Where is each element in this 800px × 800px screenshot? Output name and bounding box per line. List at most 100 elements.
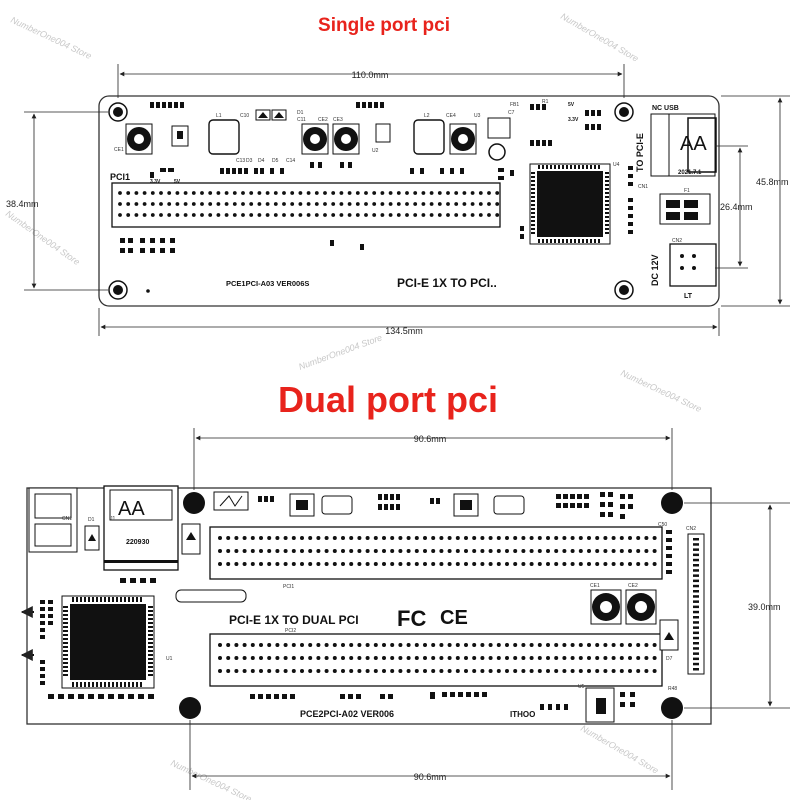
pin <box>373 549 378 553</box>
pin <box>537 549 542 553</box>
pin <box>183 213 188 217</box>
pin <box>306 191 311 195</box>
pin <box>470 202 475 206</box>
pin <box>628 562 632 566</box>
dim-26-4mm: 26.4mm <box>720 202 753 212</box>
pin <box>208 213 213 217</box>
dual-dimensions <box>189 428 790 790</box>
pin <box>447 643 452 647</box>
pin <box>480 562 485 566</box>
pad <box>80 682 82 687</box>
pin <box>291 562 296 566</box>
pin <box>398 669 403 673</box>
pad <box>112 682 114 687</box>
pad <box>605 192 609 194</box>
pin <box>455 536 460 540</box>
pin <box>644 562 649 566</box>
pin <box>406 549 411 553</box>
pin <box>423 562 427 566</box>
pin <box>283 549 288 553</box>
pin <box>595 549 600 553</box>
pin <box>603 549 608 553</box>
pin <box>355 191 360 195</box>
pin <box>431 669 436 673</box>
pin <box>142 202 147 206</box>
pin <box>134 191 139 195</box>
pin <box>372 213 377 217</box>
pin <box>226 562 231 566</box>
pin <box>505 656 509 660</box>
pin <box>437 191 442 195</box>
pin <box>242 656 247 660</box>
pin <box>487 213 491 217</box>
pin <box>390 562 395 566</box>
pad <box>531 208 535 210</box>
pad <box>63 622 68 624</box>
ref-ce1: CE1 <box>590 583 600 589</box>
pin <box>265 213 270 217</box>
single-model-label: PCE1PCI-A03 VER006S <box>226 279 309 288</box>
pad <box>693 590 699 593</box>
pad <box>562 239 564 243</box>
pin <box>396 191 401 195</box>
pad <box>693 610 699 614</box>
pin <box>200 191 204 195</box>
ref-r48: R48 <box>668 686 677 692</box>
capacitor-ce1 <box>125 123 153 155</box>
pin <box>529 549 534 553</box>
pin <box>495 191 500 195</box>
pin <box>364 202 368 206</box>
pin <box>324 549 329 553</box>
pad <box>550 239 552 243</box>
pin <box>464 643 468 647</box>
pin <box>242 669 247 673</box>
pad <box>594 165 596 169</box>
pin <box>259 669 263 673</box>
pin <box>250 562 255 566</box>
ref-c7: C7 <box>508 110 515 116</box>
bridge-chip-pads <box>63 597 153 687</box>
pin <box>308 669 313 673</box>
pin <box>521 549 526 553</box>
pin <box>316 536 321 540</box>
pad <box>148 658 153 660</box>
pin <box>472 656 477 660</box>
pin <box>275 549 280 553</box>
watermark-3: NumberOne004 Store <box>4 208 82 267</box>
pin <box>429 191 434 195</box>
pin <box>232 191 237 195</box>
pad <box>124 682 126 687</box>
pin <box>554 669 559 673</box>
ref-u4: U4 <box>613 162 620 168</box>
pci-slot-1-pins <box>218 536 657 566</box>
pin <box>218 549 222 553</box>
dual-port-title: Dual port pci <box>278 379 498 420</box>
pin <box>488 643 493 647</box>
ref-d1: D1 <box>88 517 95 523</box>
pin <box>347 202 352 206</box>
connector-cn2 <box>687 533 705 675</box>
pin <box>570 536 575 540</box>
pad <box>693 657 699 661</box>
pin <box>644 669 649 673</box>
pin <box>487 202 491 206</box>
pin <box>423 669 427 673</box>
dim-39mm: 39.0mm <box>748 602 781 612</box>
pin <box>382 656 386 660</box>
pin <box>316 656 321 660</box>
pin <box>308 536 313 540</box>
pad <box>72 682 74 687</box>
pin <box>406 562 411 566</box>
pin <box>216 202 221 206</box>
pin <box>365 643 370 647</box>
pin <box>478 191 483 195</box>
pin <box>308 562 313 566</box>
pin <box>488 669 493 673</box>
ref-d3: D3 <box>246 158 253 164</box>
pin <box>529 643 534 647</box>
pin <box>578 643 583 647</box>
pin <box>455 549 460 553</box>
pin <box>324 536 329 540</box>
ref-cn2: CN2 <box>672 238 682 244</box>
pin <box>546 549 550 553</box>
